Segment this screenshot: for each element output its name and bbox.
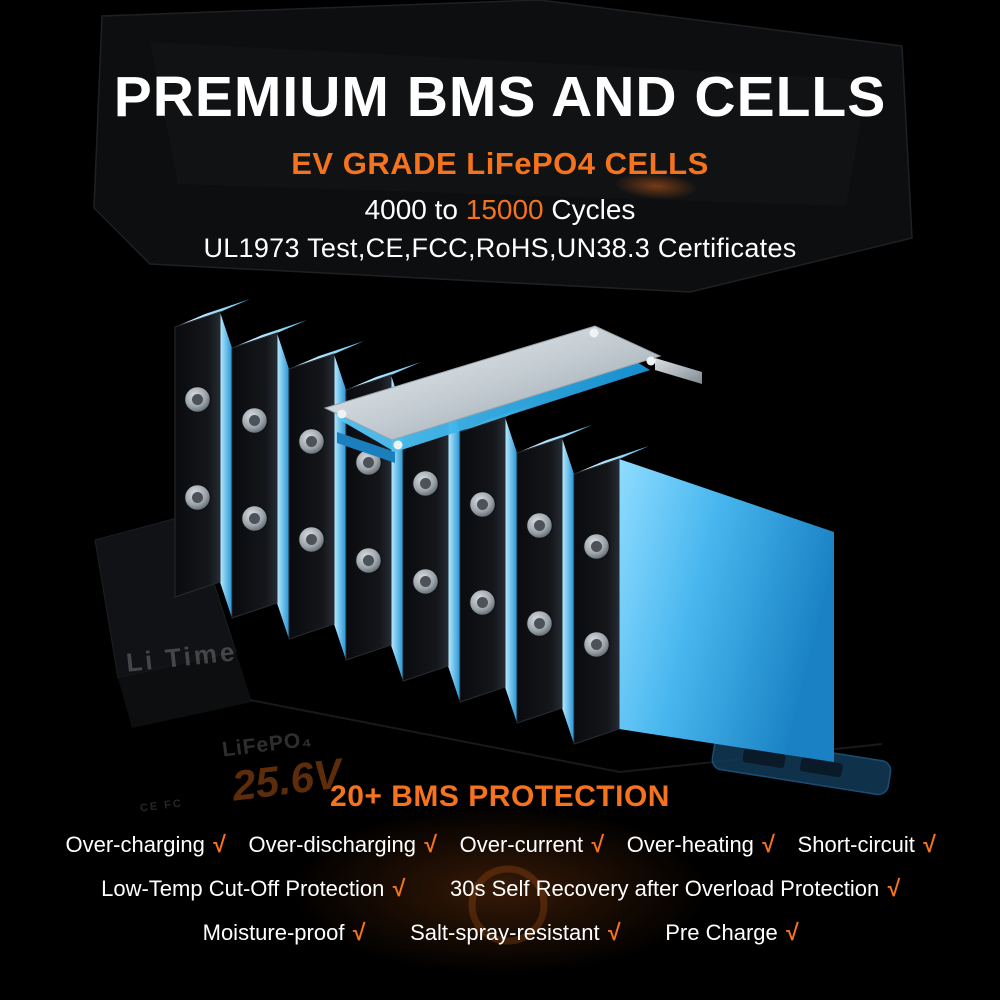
cell-side-face [334, 354, 346, 660]
protection-item: Moisture-proof√ [203, 919, 364, 946]
check-icon: √ [391, 875, 405, 901]
cell-terminal-center [591, 541, 602, 552]
protection-item: Over-discharging √ [248, 831, 435, 858]
cell-side-face [505, 417, 517, 723]
battery-case-top [93, 0, 913, 293]
check-icon: √ [351, 919, 365, 945]
cell-terminal-center [249, 415, 260, 426]
protection-item-label: Pre Charge [665, 920, 778, 945]
cell-terminal-center [192, 492, 203, 503]
cell-front-face [516, 437, 563, 724]
subtitle: EV GRADE LiFePO4 CELLS [291, 146, 709, 181]
cell-terminal-center [420, 478, 431, 489]
protection-item: Over-heating√ [627, 831, 774, 858]
cycles-highlight: 15000 [465, 194, 544, 225]
protection-title: 20+ BMS PROTECTION [330, 780, 670, 813]
cell-top-face [232, 320, 307, 348]
cell-terminal-center [192, 394, 203, 405]
cell-terminal-center [363, 457, 374, 468]
cell-side-face [391, 375, 403, 681]
check-icon: √ [211, 831, 225, 857]
protection-item-label: Low-Temp Cut-Off Protection [101, 876, 385, 901]
protection-item: Salt-spray-resistant√ [410, 919, 619, 946]
faint-label-ring [468, 865, 548, 945]
protection-item-label: Short-circuit [797, 832, 915, 857]
cell-side-face [220, 312, 232, 618]
protection-item-label: 30s Self Recovery after Overload Protect… [450, 876, 880, 901]
bms-screw-icon [646, 356, 656, 366]
bms-board [323, 325, 702, 463]
cell-front-face [231, 332, 278, 619]
cycles-line: 4000 to 15000 Cycles [0, 194, 1000, 226]
check-icon: √ [606, 919, 620, 945]
bms-bracket [655, 358, 702, 384]
protection-item: Short-circuit√ [798, 831, 935, 858]
cycles-prefix: 4000 to [364, 194, 466, 225]
main-title: PREMIUM BMS AND CELLS [113, 65, 887, 129]
certificates-line: UL1973 Test,CE,FCC,RoHS,UN38.3 Certifica… [203, 233, 797, 263]
check-icon: √ [886, 875, 899, 901]
protection-item: Over-charging√ [65, 831, 224, 858]
battery-cells [174, 299, 834, 762]
cell-top-face [175, 299, 250, 327]
protection-item: Low-Temp Cut-Off Protection√ [101, 875, 404, 902]
protection-section: 20+ BMS PROTECTION Over-charging√ Over-d… [0, 780, 1000, 946]
cell-terminal-center [591, 639, 602, 650]
protection-item: Pre Charge√ [665, 919, 797, 946]
check-icon: √ [423, 831, 436, 857]
cell-top-face [289, 341, 364, 369]
cell-front-face [573, 458, 620, 745]
protection-item-label: Over-current [459, 832, 584, 857]
cell-terminal-center [534, 618, 545, 629]
cell-terminal-center [477, 499, 488, 510]
protection-row-3: Moisture-proof√ Salt-spray-resistant√ Pr… [0, 919, 1000, 946]
case-handle [711, 735, 892, 796]
bms-screw-icon [393, 440, 403, 450]
cell-terminal-center [363, 555, 374, 566]
check-icon: √ [921, 831, 935, 857]
cell-terminal-center [249, 513, 260, 524]
protection-item: 30s Self Recovery after Overload Protect… [450, 875, 899, 902]
protection-item: Over-current√ [460, 831, 603, 858]
cell-side-face [448, 396, 460, 702]
cell-terminal-center [534, 520, 545, 531]
cell-terminal-center [477, 597, 488, 608]
cell-top-face [574, 446, 649, 474]
check-icon: √ [784, 919, 798, 945]
protection-row-2: Low-Temp Cut-Off Protection√ 30s Self Re… [0, 875, 1000, 902]
protection-row-1: Over-charging√ Over-discharging√ Over-cu… [0, 831, 1000, 858]
check-icon: √ [590, 831, 603, 857]
protection-item-label: Moisture-proof [202, 920, 345, 945]
orange-glow [290, 805, 710, 975]
header: PREMIUM BMS AND CELLS EV GRADE LiFePO4 C… [0, 64, 1000, 264]
protection-item-label: Salt-spray-resistant [410, 920, 600, 945]
cell-side-face [562, 438, 574, 744]
protection-item-label: Over-discharging [248, 832, 416, 857]
cell-side-face [277, 333, 289, 639]
bms-pcb-edge [337, 432, 395, 463]
cell-terminal-center [306, 436, 317, 447]
cell-top-face [346, 362, 421, 390]
cell-front-face [288, 353, 335, 640]
cell-terminal-center [306, 534, 317, 545]
protection-item-label: Over-heating [626, 832, 754, 857]
cell-front-face [174, 311, 221, 598]
check-icon: √ [760, 831, 774, 857]
bms-plate [323, 325, 662, 441]
cycles-suffix: Cycles [543, 194, 636, 225]
cell-terminal-center [420, 576, 431, 587]
cell-side-face [619, 459, 834, 762]
bms-screw-icon [337, 409, 347, 419]
bms-screw-icon [589, 328, 599, 338]
cell-front-face [459, 416, 506, 703]
protection-item-label: Over-charging [65, 832, 205, 857]
cell-top-face [517, 425, 592, 453]
